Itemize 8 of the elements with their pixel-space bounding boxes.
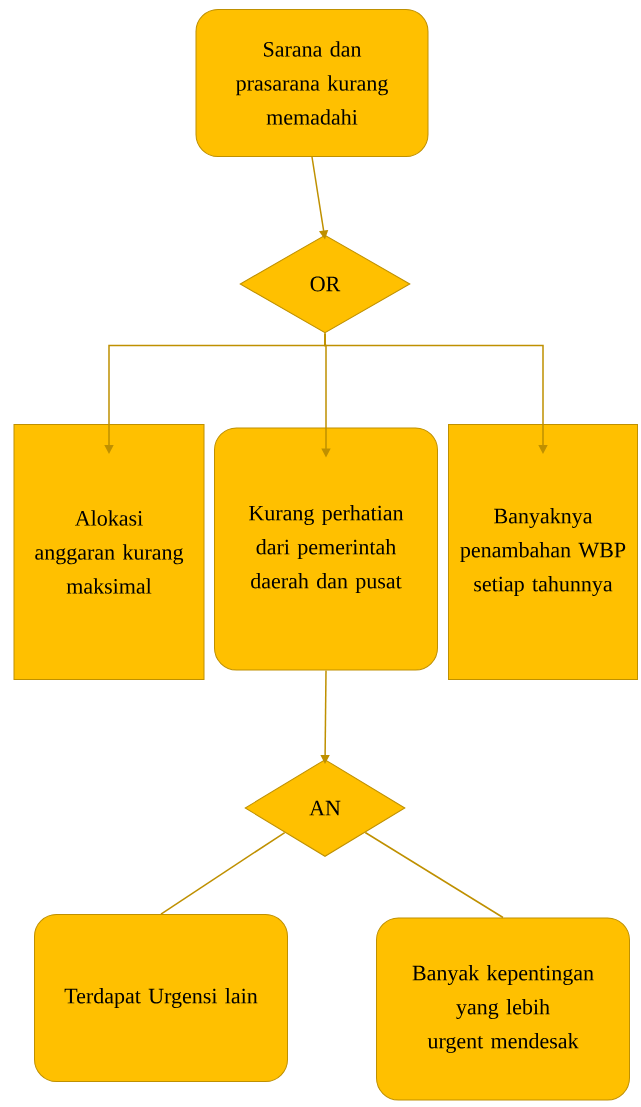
cause-box: Kurang perhatian dari pemerintah daerah dan pusat (214, 427, 438, 671)
cause-box: Banyak kepentingan yang lebih urgent mendesak (376, 917, 630, 1101)
cause-box: Sarana dan prasarana kurang memadahi (195, 9, 429, 157)
cause-box: Banyaknya penambahan WBP setiap tahunnya (448, 424, 638, 680)
cause-box: Alokasi anggaran kurang maksimal (13, 424, 205, 680)
arrow (324, 332, 548, 454)
arrow (320, 669, 330, 764)
cause-box: Terdapat Urgensi lain (34, 914, 288, 1082)
